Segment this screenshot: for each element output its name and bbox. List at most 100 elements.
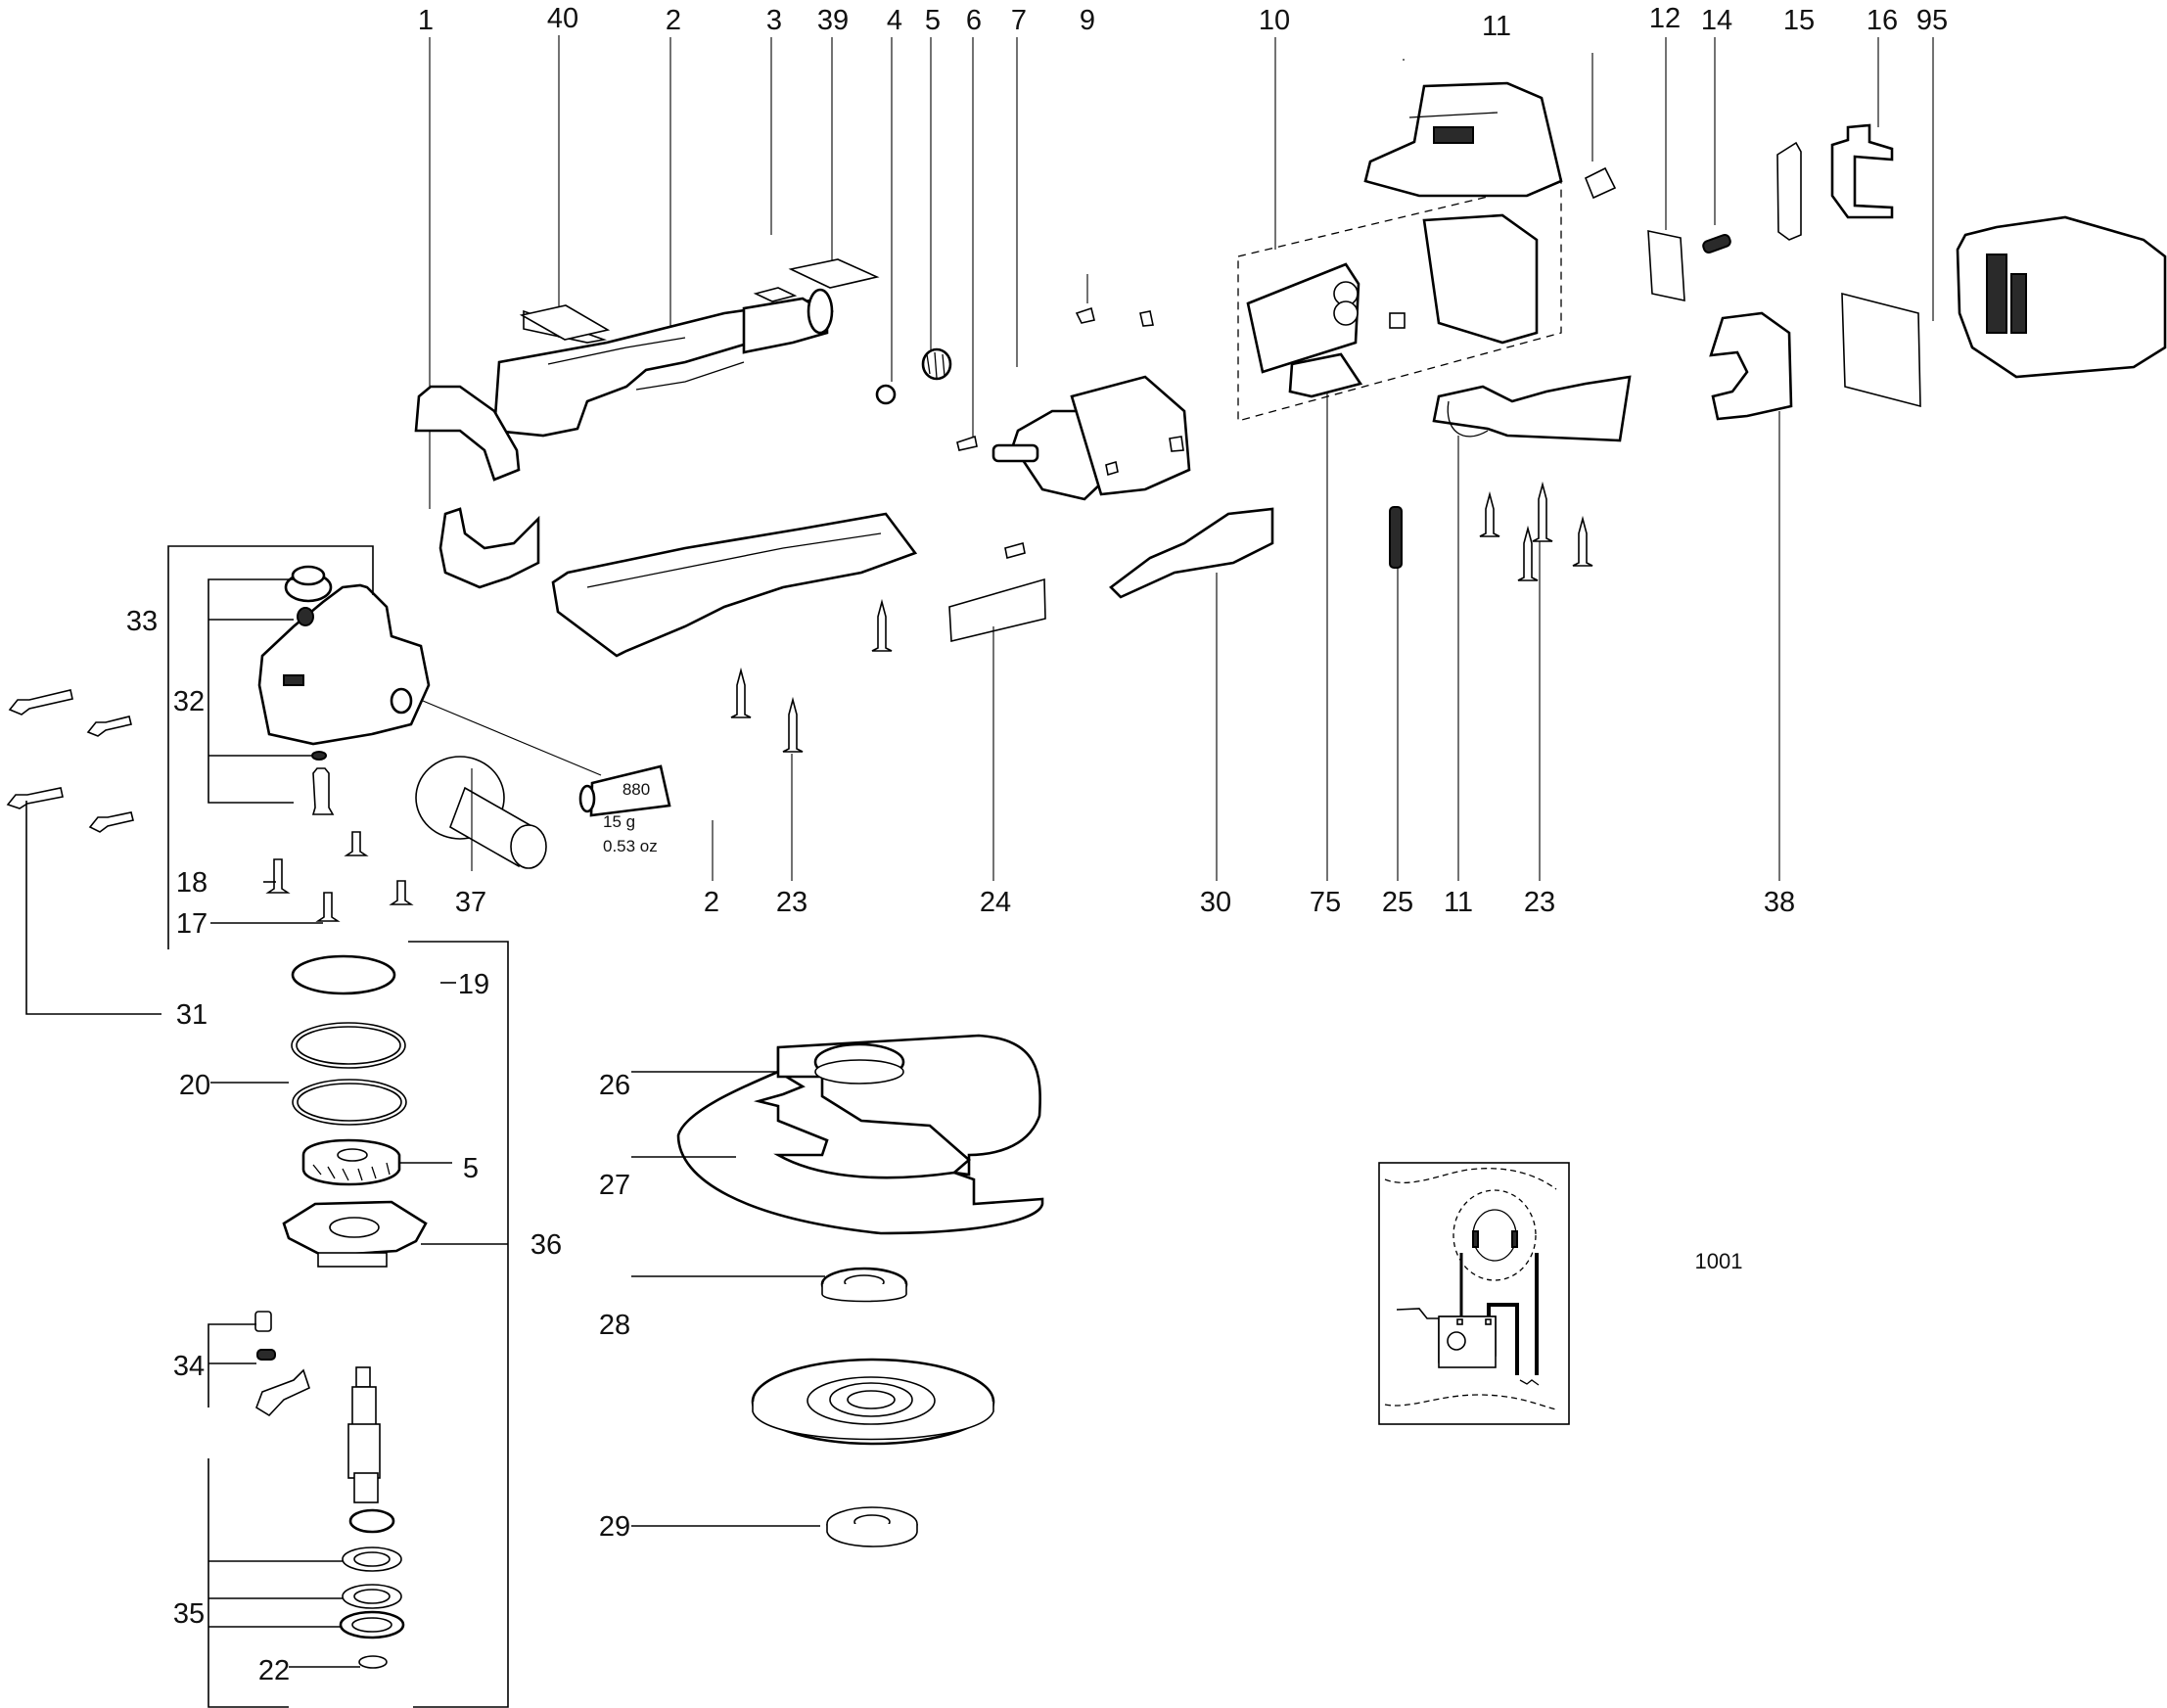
callout-11-bottom: 11 <box>1444 887 1473 918</box>
callout-11: 11 <box>1482 11 1511 42</box>
grease-leader <box>422 700 602 776</box>
part-33-gear-head <box>257 572 431 746</box>
part-7-9-motor <box>991 306 1191 501</box>
callout-7: 7 <box>1011 5 1027 36</box>
callout-23-left: 23 <box>776 887 807 918</box>
callout-37: 37 <box>455 887 486 918</box>
part-40-sticker <box>519 304 611 341</box>
part-32-spring <box>297 607 314 626</box>
bottom-callouts: 37 2 23 24 30 75 25 11 23 38 <box>455 887 1795 918</box>
grease-weight-oz: 0.53 oz <box>603 837 658 855</box>
top-callouts: 1 40 2 3 39 4 5 6 7 9 10 11 12 14 15 16 … <box>418 3 1948 42</box>
callout-14: 14 <box>1701 5 1732 36</box>
part-14-spring <box>1702 233 1731 254</box>
part-38-cover <box>1709 311 1793 421</box>
part-1-front-shells <box>414 385 540 589</box>
callout-38: 38 <box>1764 887 1795 918</box>
part-5-bevel-gear <box>301 1138 401 1186</box>
callout-27: 27 <box>599 1170 630 1201</box>
callout-4: 4 <box>887 5 902 36</box>
part-2-lower-housing <box>551 512 918 658</box>
callout-32: 32 <box>173 686 205 717</box>
part-spindle <box>347 1366 381 1503</box>
part-20-rings <box>291 1022 407 1126</box>
callout-40: 40 <box>547 3 578 34</box>
part-26-27-guard <box>676 1034 1044 1235</box>
part-15-contact <box>1776 141 1802 241</box>
callout-12: 12 <box>1649 3 1681 34</box>
part-75-switch <box>1288 352 1363 398</box>
part-23-screws <box>730 481 1593 753</box>
callout-23-right: 23 <box>1524 887 1555 918</box>
part-6-screws <box>956 435 1026 560</box>
part-25-spring <box>1389 506 1403 569</box>
callout-15: 15 <box>1783 5 1815 36</box>
callout-6: 6 <box>966 5 982 36</box>
part-36-gear-flange <box>282 1200 428 1268</box>
part-16-bracket <box>1830 123 1894 219</box>
callout-19: 19 <box>458 969 489 1000</box>
callout-26: 26 <box>599 1070 630 1101</box>
callout-34: 34 <box>173 1351 205 1382</box>
callout-18: 18 <box>176 867 207 899</box>
callout-5-gear: 5 <box>463 1153 479 1184</box>
part-battery-pack <box>1956 215 2167 379</box>
callout-35: 35 <box>173 1598 205 1630</box>
callout-75: 75 <box>1310 887 1341 918</box>
callout-28: 28 <box>599 1310 630 1341</box>
part-12-sticker <box>1647 229 1685 302</box>
part-11-clip <box>1584 166 1617 200</box>
callout-16: 16 <box>1867 5 1898 36</box>
callout-9: 9 <box>1080 5 1095 36</box>
grease-tube-880: 880 15 g 0.53 oz <box>578 764 671 855</box>
callout-22: 22 <box>258 1655 290 1686</box>
part-11-rear-cover <box>1363 81 1563 198</box>
callout-95: 95 <box>1916 5 1948 36</box>
callout-30: 30 <box>1200 887 1231 918</box>
part-4-nut <box>875 384 897 405</box>
part-28-flange-nut <box>820 1267 908 1303</box>
left-brackets <box>25 545 509 1708</box>
part-5-pinion <box>921 347 952 381</box>
part-small-sticker <box>753 287 798 302</box>
callout-10: 10 <box>1259 5 1290 36</box>
callout-1: 1 <box>418 5 434 36</box>
top-leader-lines <box>429 35 1934 509</box>
callout-5: 5 <box>925 5 941 36</box>
callout-1001: 1001 <box>1695 1249 1743 1273</box>
callout-20: 20 <box>179 1070 210 1101</box>
callout-2-bottom: 2 <box>704 887 719 918</box>
bottom-leader-lines <box>471 392 1780 881</box>
part-24-sticker <box>948 577 1046 643</box>
part-grinding-disc <box>751 1358 995 1446</box>
part-32-bearing <box>291 565 326 586</box>
callout-39: 39 <box>817 5 849 36</box>
part-10-electronics-boundary <box>1237 178 1562 422</box>
callout-3: 3 <box>766 5 782 36</box>
part-32-pin <box>311 767 335 815</box>
part-35-bearings <box>339 1508 405 1639</box>
part-22-circlip <box>358 1655 388 1669</box>
callout-31: 31 <box>176 999 207 1031</box>
guard-callouts: 26 27 28 29 <box>599 1070 630 1543</box>
grease-weight-g: 15 g <box>603 812 635 831</box>
grease-code: 880 <box>622 780 650 799</box>
callout-29: 29 <box>599 1511 630 1543</box>
part-10-electronics <box>1246 213 1539 374</box>
part-34-lock-parts <box>254 1311 310 1417</box>
part-95-plate <box>1841 292 1921 408</box>
part-11-lower-housing <box>1432 375 1632 442</box>
part-2-upper-housing <box>492 288 834 438</box>
part-17-18-screws <box>265 831 414 922</box>
guard-leader-lines <box>631 1071 825 1527</box>
callout-17: 17 <box>176 908 207 940</box>
callout-25: 25 <box>1382 887 1413 918</box>
wiring-diagram-inset <box>1378 1162 1570 1425</box>
callout-24: 24 <box>980 887 1011 918</box>
part-30-trigger <box>1109 507 1274 599</box>
part-31-screws <box>6 689 134 833</box>
callout-36: 36 <box>530 1229 562 1261</box>
part-32-washer <box>311 751 327 761</box>
part-37-side-handle <box>415 756 547 869</box>
